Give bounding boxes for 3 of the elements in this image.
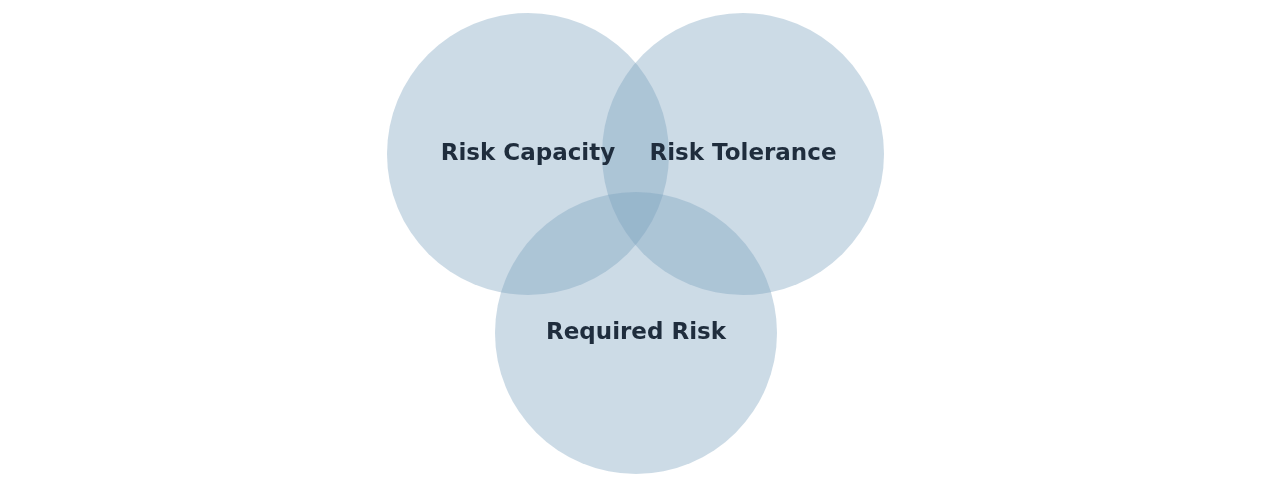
- circle-label: Required Risk: [546, 318, 726, 344]
- circle-label: Risk Tolerance: [649, 139, 837, 165]
- circle-label: Risk Capacity: [440, 139, 616, 165]
